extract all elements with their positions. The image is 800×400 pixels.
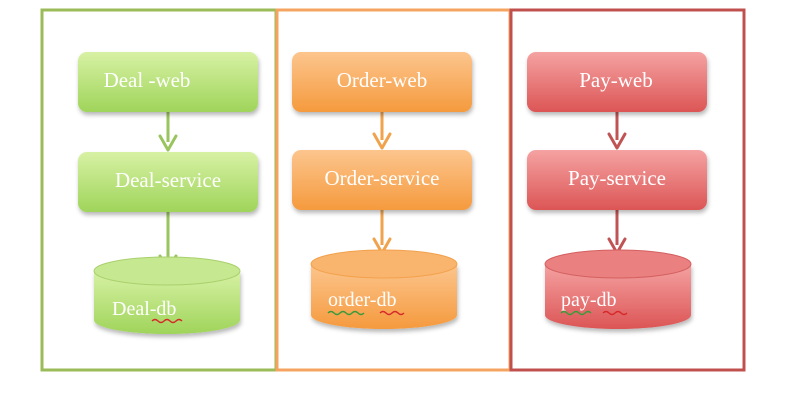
pay-web-to-service-arrow (607, 112, 627, 150)
order-service-to-db-arrow (372, 210, 392, 255)
spellcheck-underline (379, 310, 405, 316)
order-db-node: order-db (310, 249, 458, 329)
order-web-to-service-arrow (372, 112, 392, 150)
pay-web-label: Pay-web (579, 68, 652, 92)
grammar-underline (560, 310, 592, 316)
pay-service-node: Pay-service (527, 150, 707, 210)
order-db-label: order-db (328, 289, 396, 311)
deal-web-to-service-arrow (158, 112, 178, 152)
order-service-node: Order-service (292, 150, 472, 210)
deal-web-label: Deal -web (104, 68, 191, 92)
pay-db-label: pay-db (561, 289, 617, 311)
pay-db-node: pay-db (544, 249, 692, 329)
deal-db-label: Deal-db (112, 298, 176, 320)
pay-web-node: Pay-web (527, 52, 707, 112)
deal-service-node: Deal-service (78, 152, 258, 212)
pay-service-to-db-arrow (607, 210, 627, 255)
spellcheck-underline (602, 310, 628, 316)
pay-column-frame (509, 8, 746, 372)
deal-service-label: Deal-service (115, 168, 221, 192)
deal-db-node: Deal-db (93, 256, 241, 334)
grammar-underline (327, 310, 365, 316)
pay-service-label: Pay-service (568, 166, 666, 190)
order-web-node: Order-web (292, 52, 472, 112)
deal-web-node: Deal -web (78, 52, 258, 112)
order-web-label: Order-web (337, 68, 428, 92)
spellcheck-underline (151, 318, 183, 324)
order-service-label: Order-service (324, 166, 439, 190)
